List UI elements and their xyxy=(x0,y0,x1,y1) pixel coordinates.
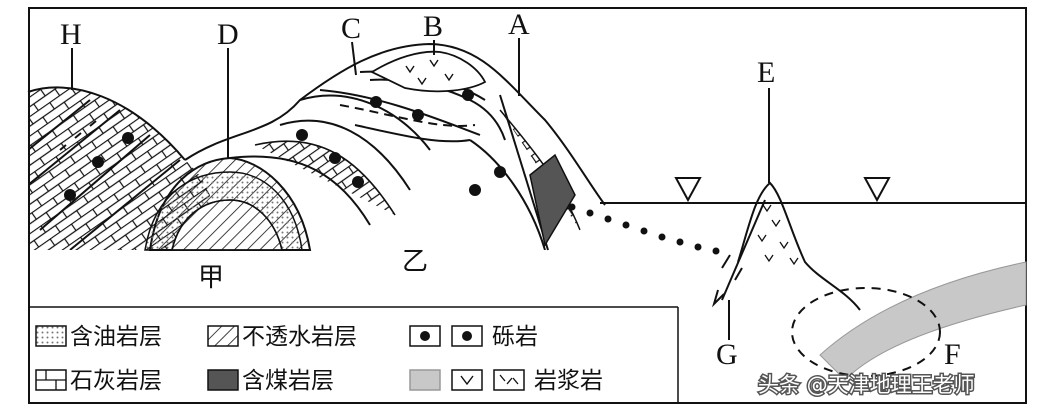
label-g: G xyxy=(716,338,738,371)
legend-swatch-magma-1 xyxy=(451,369,483,391)
legend-impermeable-label: 不透水岩层 xyxy=(242,324,357,350)
middle-hill-surface xyxy=(184,42,606,206)
fault-g xyxy=(721,199,766,301)
label-e: E xyxy=(757,56,775,89)
left-hill-surface xyxy=(27,86,186,161)
label-f: F xyxy=(944,338,961,371)
legend-limestone-label: 石灰岩层 xyxy=(70,368,162,394)
legend-swatch-coal xyxy=(207,369,239,391)
legend-swatch-plate xyxy=(409,369,441,391)
water-level-marker-left xyxy=(674,177,702,203)
legend-magma-label: 岩浆岩 xyxy=(534,368,603,394)
volcano-magma-marks xyxy=(757,204,799,266)
label-d: D xyxy=(217,18,239,51)
legend: 含油岩层 不透水岩层 砾岩 石灰岩层 含煤岩层 岩浆岩 xyxy=(29,306,679,403)
dashed-circle-f xyxy=(791,287,941,377)
coal-seam xyxy=(529,153,576,248)
label-c: C xyxy=(341,12,361,45)
magma-cap-marks xyxy=(405,59,454,86)
legend-swatch-oil xyxy=(35,325,67,347)
legend-coal-label: 含煤岩层 xyxy=(242,368,334,394)
region-label-jia: 甲 xyxy=(198,263,224,293)
anticline-jia xyxy=(144,156,312,251)
legend-oil-label: 含油岩层 xyxy=(70,324,162,350)
label-h: H xyxy=(60,18,82,51)
magma-cap-b xyxy=(370,50,487,93)
subducting-plate-f xyxy=(819,261,1027,381)
watermark-text: 头条 @天津地理王老师 xyxy=(758,373,975,397)
leader-lines xyxy=(71,38,770,340)
legend-conglomerate-label: 砾岩 xyxy=(492,324,538,350)
dotted-line xyxy=(568,203,720,255)
frame-border xyxy=(28,7,1027,404)
conglomerate-dots xyxy=(64,89,506,201)
volcano-e xyxy=(737,181,861,311)
region-label-yi: 乙 xyxy=(402,247,428,277)
label-a: A xyxy=(508,8,530,41)
water-level-marker-right xyxy=(863,177,891,203)
legend-swatch-magma-2 xyxy=(493,369,525,391)
label-b: B xyxy=(423,10,443,43)
legend-swatch-impermeable xyxy=(207,325,239,347)
